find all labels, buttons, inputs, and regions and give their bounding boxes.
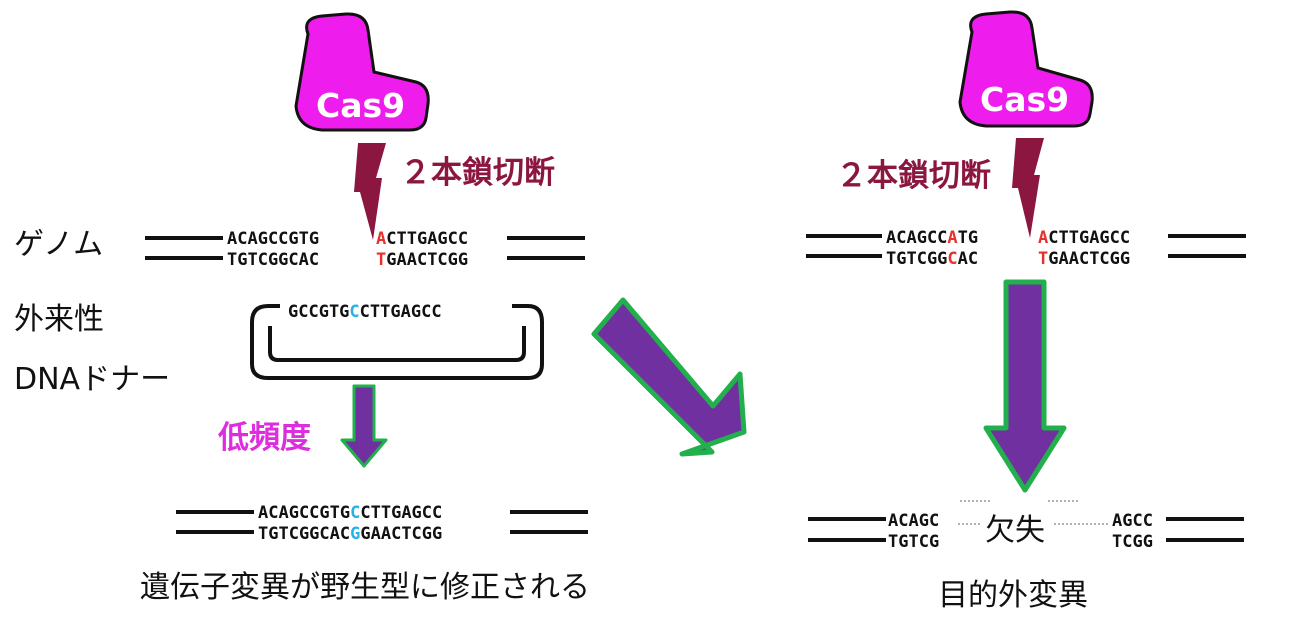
donor-label-line-2: DNAドナー (14, 362, 170, 397)
corrected-top-strand: ACAGCCGTGCCTTGAGCC (258, 503, 442, 523)
double-strand-break-label-right: ２本鎖切断 (836, 158, 991, 194)
strand-line (808, 538, 886, 542)
cas9-shape-left (294, 12, 430, 132)
strand-line (1168, 254, 1246, 258)
low-frequency-arrow (340, 384, 388, 468)
strand-line (806, 254, 882, 258)
low-frequency-label: 低頻度 (217, 420, 311, 456)
deletion-right-bottom: TCGG (1112, 532, 1153, 552)
strand-line (1166, 538, 1244, 542)
strand-line (145, 236, 223, 240)
donor-bracket-outer (250, 304, 544, 380)
genome-label: ゲノム (14, 227, 103, 262)
donor-label-line-1: 外来性 (14, 302, 104, 337)
cas9-label-left: Cas9 (316, 86, 405, 125)
donor-bracket-inner (268, 326, 526, 362)
strand-line (806, 234, 882, 238)
deletion-label: 欠失 (985, 513, 1045, 548)
strand-line (1166, 517, 1244, 521)
strand-line (1168, 234, 1246, 238)
strand-line (176, 530, 254, 534)
corrected-bottom-strand: TGTCGGCACGGAACTCGG (258, 524, 442, 544)
cas9-shape-right (958, 10, 1094, 128)
donor-sequence: GCCGTGCCTTGAGCC (288, 302, 442, 322)
strand-line (145, 256, 223, 260)
diagonal-arrow (591, 297, 747, 457)
cas9-label-right: Cas9 (980, 80, 1069, 119)
lightning-icon-right (1012, 138, 1044, 238)
down-arrow (983, 279, 1067, 493)
double-strand-break-label-left: ２本鎖切断 (400, 155, 555, 191)
strand-line (808, 517, 886, 521)
left-caption: 遺伝子変異が野生型に修正される (140, 570, 590, 605)
strand-line (507, 256, 585, 260)
deletion-left-bottom: TGTCG (888, 532, 939, 552)
strand-line (510, 510, 588, 514)
deletion-left-top: ACAGC (888, 511, 939, 531)
lightning-icon-left (354, 143, 386, 240)
strand-line (176, 510, 254, 514)
strand-line (510, 530, 588, 534)
strand-line (507, 236, 585, 240)
right-caption: 目的外変異 (938, 578, 1088, 613)
deletion-right-top: AGCC (1112, 511, 1153, 531)
